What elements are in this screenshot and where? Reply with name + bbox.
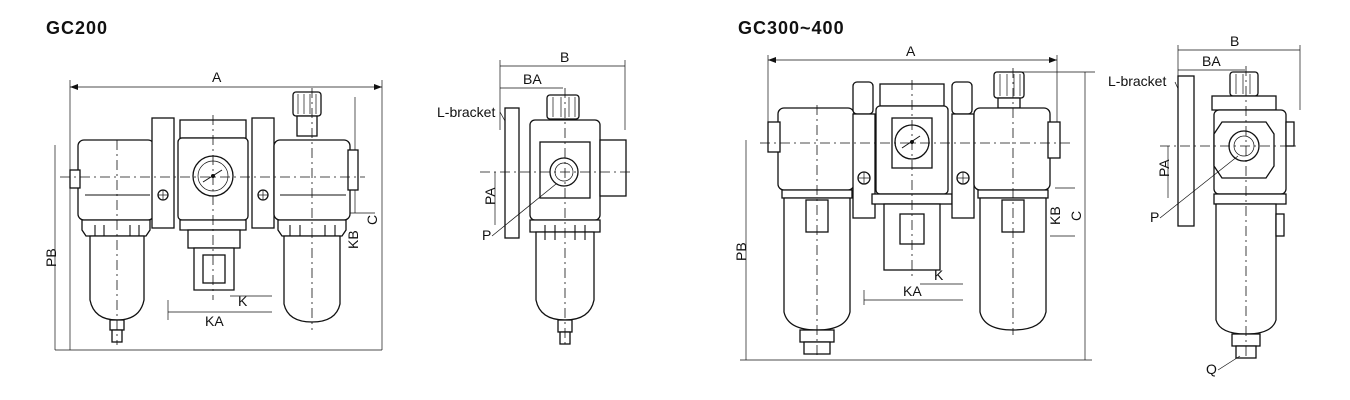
dim-ka-label: KA: [205, 313, 224, 329]
dim-p-label-2: P: [1150, 209, 1159, 225]
dim-pa-label-2: PA: [1156, 159, 1172, 177]
gc200-side-view: B BA L-bracket PA P: [437, 49, 630, 345]
gc300-400-front-view: A C PB KB: [733, 43, 1095, 361]
dim-kb-label-2: KB: [1047, 206, 1063, 225]
dim-a-label: A: [212, 69, 222, 85]
dim-pb-label-2: PB: [733, 242, 749, 261]
dim-ba-label-2: BA: [1202, 53, 1221, 69]
dim-pb-label: PB: [43, 248, 59, 267]
dim-a-label-2: A: [906, 43, 916, 59]
dim-kb-label: KB: [345, 230, 361, 249]
dim-k-label: K: [238, 293, 248, 309]
dim-c-label-2: C: [1068, 211, 1084, 221]
dim-b-label-2: B: [1230, 33, 1239, 49]
gc200-title: GC200: [46, 18, 109, 38]
dim-ka-label-2: KA: [903, 283, 922, 299]
dim-b-label: B: [560, 49, 569, 65]
gc300-400-title: GC300~400: [738, 18, 845, 38]
gc200-front-view: A PB C KB: [43, 69, 383, 351]
dim-ba-label: BA: [523, 71, 542, 87]
dim-c-label: C: [364, 215, 380, 225]
l-bracket-label-2: L-bracket: [1108, 73, 1166, 89]
dim-pa-label: PA: [482, 187, 498, 205]
dim-k-label-2: K: [934, 267, 944, 283]
dim-q-label: Q: [1206, 361, 1217, 377]
gc300-400-side-view: B BA L-bracket PA P Q: [1108, 33, 1301, 377]
l-bracket-label: L-bracket: [437, 104, 495, 120]
dim-p-label: P: [482, 227, 491, 243]
